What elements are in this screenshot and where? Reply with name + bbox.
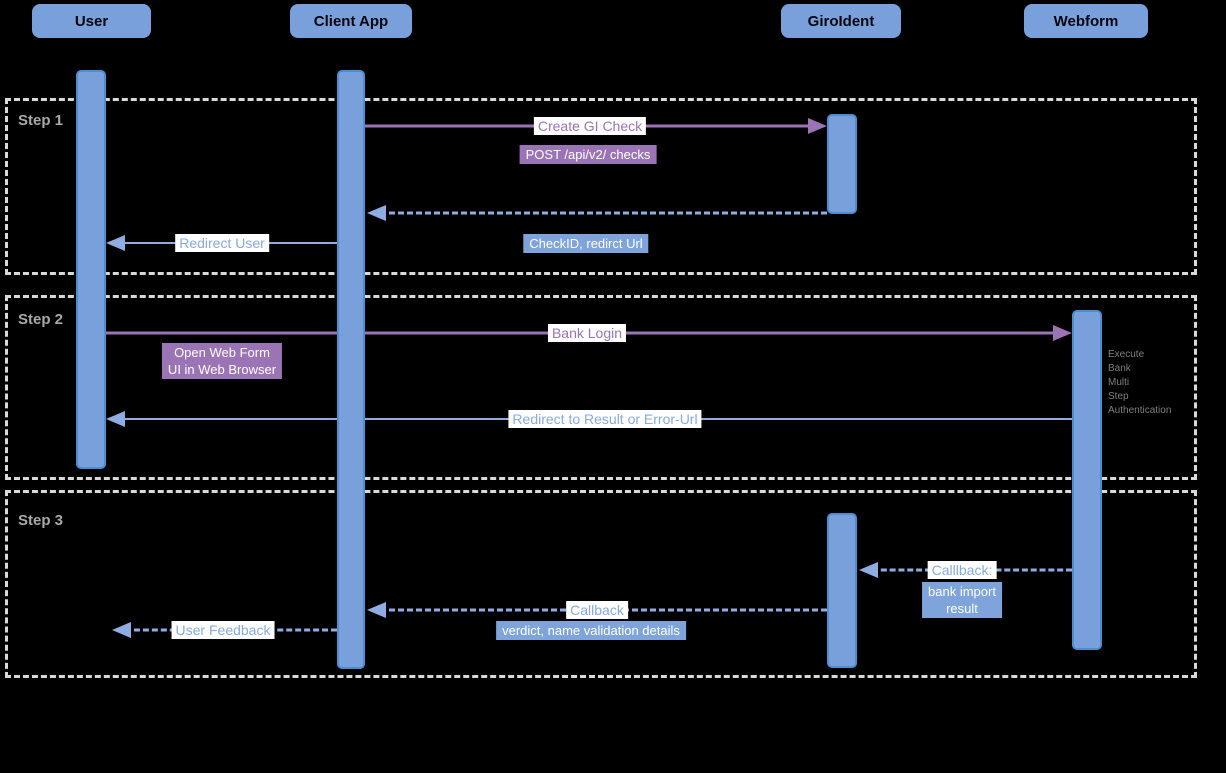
arrowhead-left-icon (859, 562, 878, 578)
arrowhead-left-icon (112, 622, 131, 638)
actor-webform: Webform (1024, 4, 1148, 38)
message-redirect-user-label: Redirect User (175, 234, 269, 252)
lifeline-user (76, 70, 106, 469)
arrowhead-left-icon (367, 205, 386, 221)
arrowhead-right-icon (1053, 325, 1072, 341)
message-user-feedback-label: User Feedback (171, 621, 275, 639)
actor-user: User (32, 4, 151, 38)
lifeline-client-app (337, 70, 365, 669)
message-giroident-callback-label: Callback (566, 601, 628, 619)
message-webform-callback-label: Calllback: (927, 561, 997, 579)
lifeline-giroident-step1 (827, 114, 857, 214)
message-bank-login-label: Bank Login (547, 324, 627, 342)
actor-giroident: GiroIdent (781, 4, 901, 38)
message-webform-callback-sublabel: bank import result (922, 582, 1002, 618)
arrowhead-right-icon (808, 118, 827, 134)
arrowhead-left-icon (367, 602, 386, 618)
lifeline-giroident-step3 (827, 513, 857, 668)
step-2-label: Step 2 (18, 311, 64, 328)
message-create-gi-check-label: Create GI Check (533, 117, 647, 135)
webform-authentication-note: Execute Bank Multi Step Authentication (1108, 349, 1172, 416)
message-giroident-callback-sublabel: verdict, name validation details (496, 621, 686, 640)
arrowhead-left-icon (106, 235, 125, 251)
frame-step-1 (5, 98, 1197, 275)
arrowhead-left-icon (106, 411, 125, 427)
actor-client-app: Client App (290, 4, 412, 38)
step-3-label: Step 3 (18, 512, 64, 529)
frame-step-3 (5, 490, 1197, 678)
message-check-response-label: CheckID, redirct Url (523, 234, 649, 253)
step-1-label: Step 1 (18, 112, 64, 129)
message-redirect-result-label: Redirect to Result or Error-Url (508, 410, 702, 428)
message-bank-login-sublabel: Open Web Form UI in Web Browser (161, 343, 283, 379)
line (380, 211, 827, 215)
message-create-gi-check-sublabel: POST /api/v2/ checks (519, 145, 657, 164)
message-check-response-line (367, 205, 827, 221)
frame-step-2 (5, 295, 1197, 480)
lifeline-webform (1072, 310, 1102, 650)
